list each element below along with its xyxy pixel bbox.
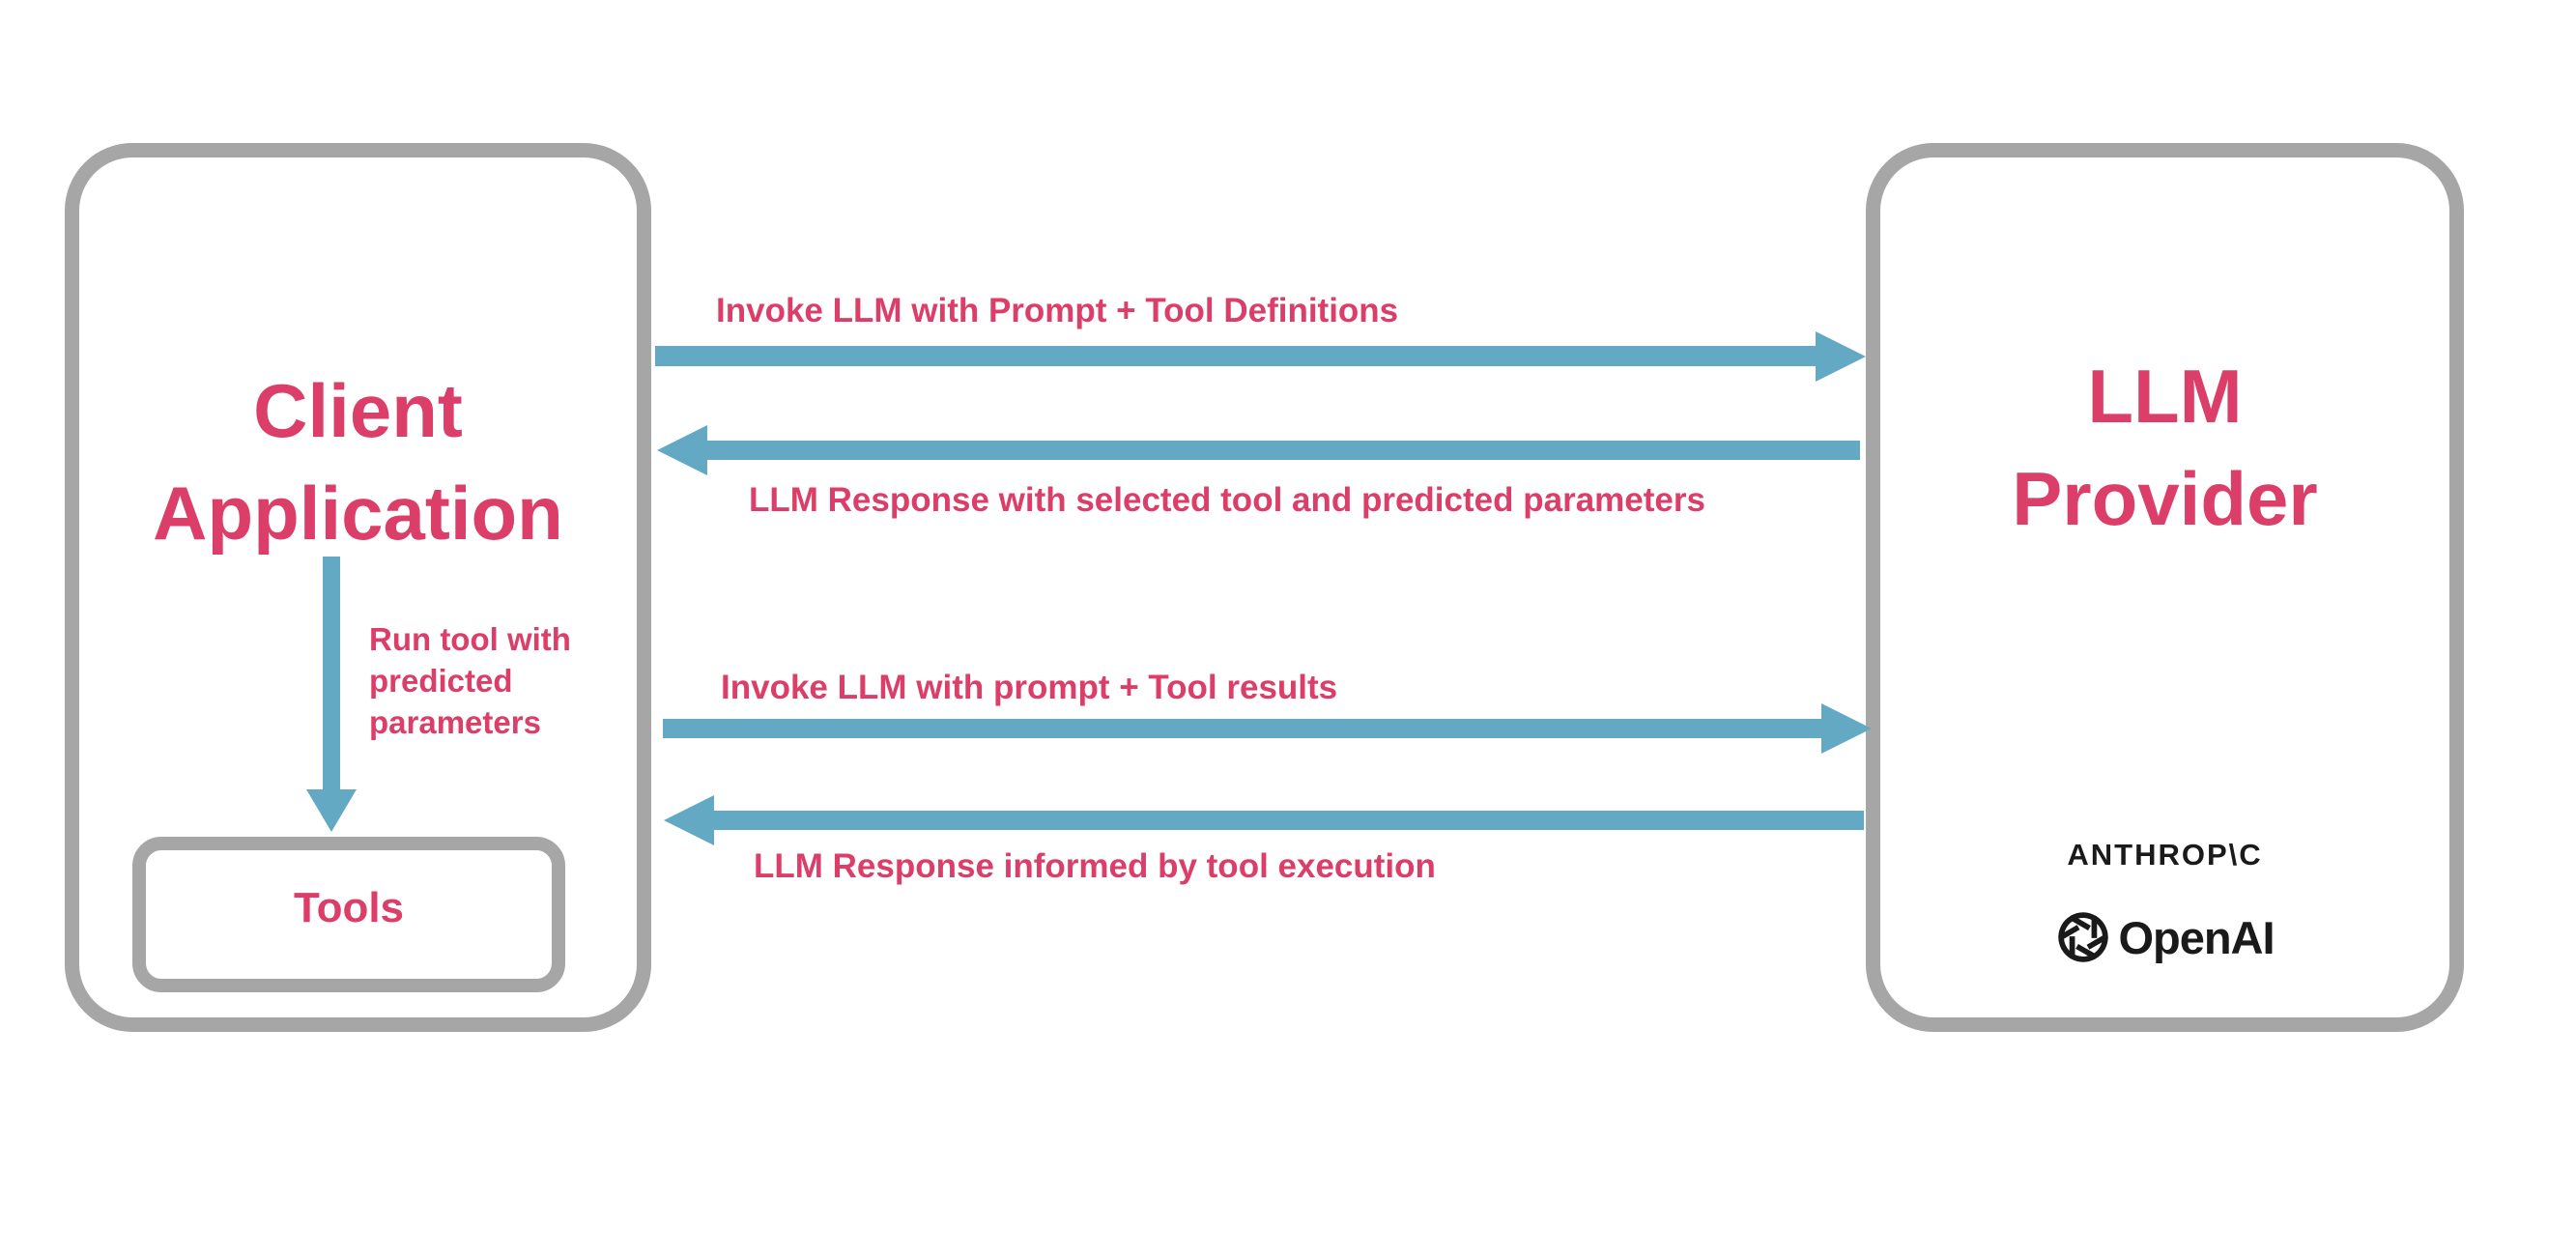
openai-wordmark: OpenAI [2118,911,2275,963]
arrow-response-2-shaft [714,811,1864,830]
anthropic-logo: ANTHROP\C [2067,838,2263,872]
arrow-invoke-2-shaft [663,719,1821,738]
arrow-response-1-shaft [707,441,1860,460]
arrow-label-invoke-2: Invoke LLM with prompt + Tool results [721,669,1338,706]
run-tool-arrowhead-down-icon [306,789,357,832]
llm-title-line1: LLM [2087,354,2243,439]
llm-provider-title: LLM Provider [1866,345,2464,550]
run-tool-label-line3: parameters [369,704,541,740]
run-tool-arrow-shaft [323,557,340,789]
arrow-label-response-1: LLM Response with selected tool and pred… [749,481,1705,519]
client-application-title: Client Application [65,359,651,564]
run-tool-label-line1: Run tool with [369,621,571,657]
arrow-invoke-2-arrowhead-right-icon [1821,703,1872,754]
tools-label: Tools [293,883,405,931]
openai-knot-icon [2058,912,2109,962]
arrow-invoke-1-shaft [655,346,1816,366]
arrow-label-response-2: LLM Response informed by tool execution [754,847,1436,885]
run-tool-label-line2: predicted [369,663,513,699]
client-title-line2: Application [153,471,563,556]
arrow-invoke-1-arrowhead-right-icon [1816,331,1866,382]
arrow-label-invoke-1: Invoke LLM with Prompt + Tool Definition… [716,292,1399,329]
run-tool-label: Run tool with predicted parameters [369,618,571,743]
client-title-line1: Client [253,368,463,453]
arrow-response-2-arrowhead-left-icon [664,795,714,845]
llm-title-line2: Provider [2012,456,2318,541]
llm-provider-box [1866,143,2464,1032]
tools-box: Tools [132,837,565,992]
arrow-response-1-arrowhead-left-icon [657,425,707,475]
openai-logo: OpenAI [1866,909,2464,965]
